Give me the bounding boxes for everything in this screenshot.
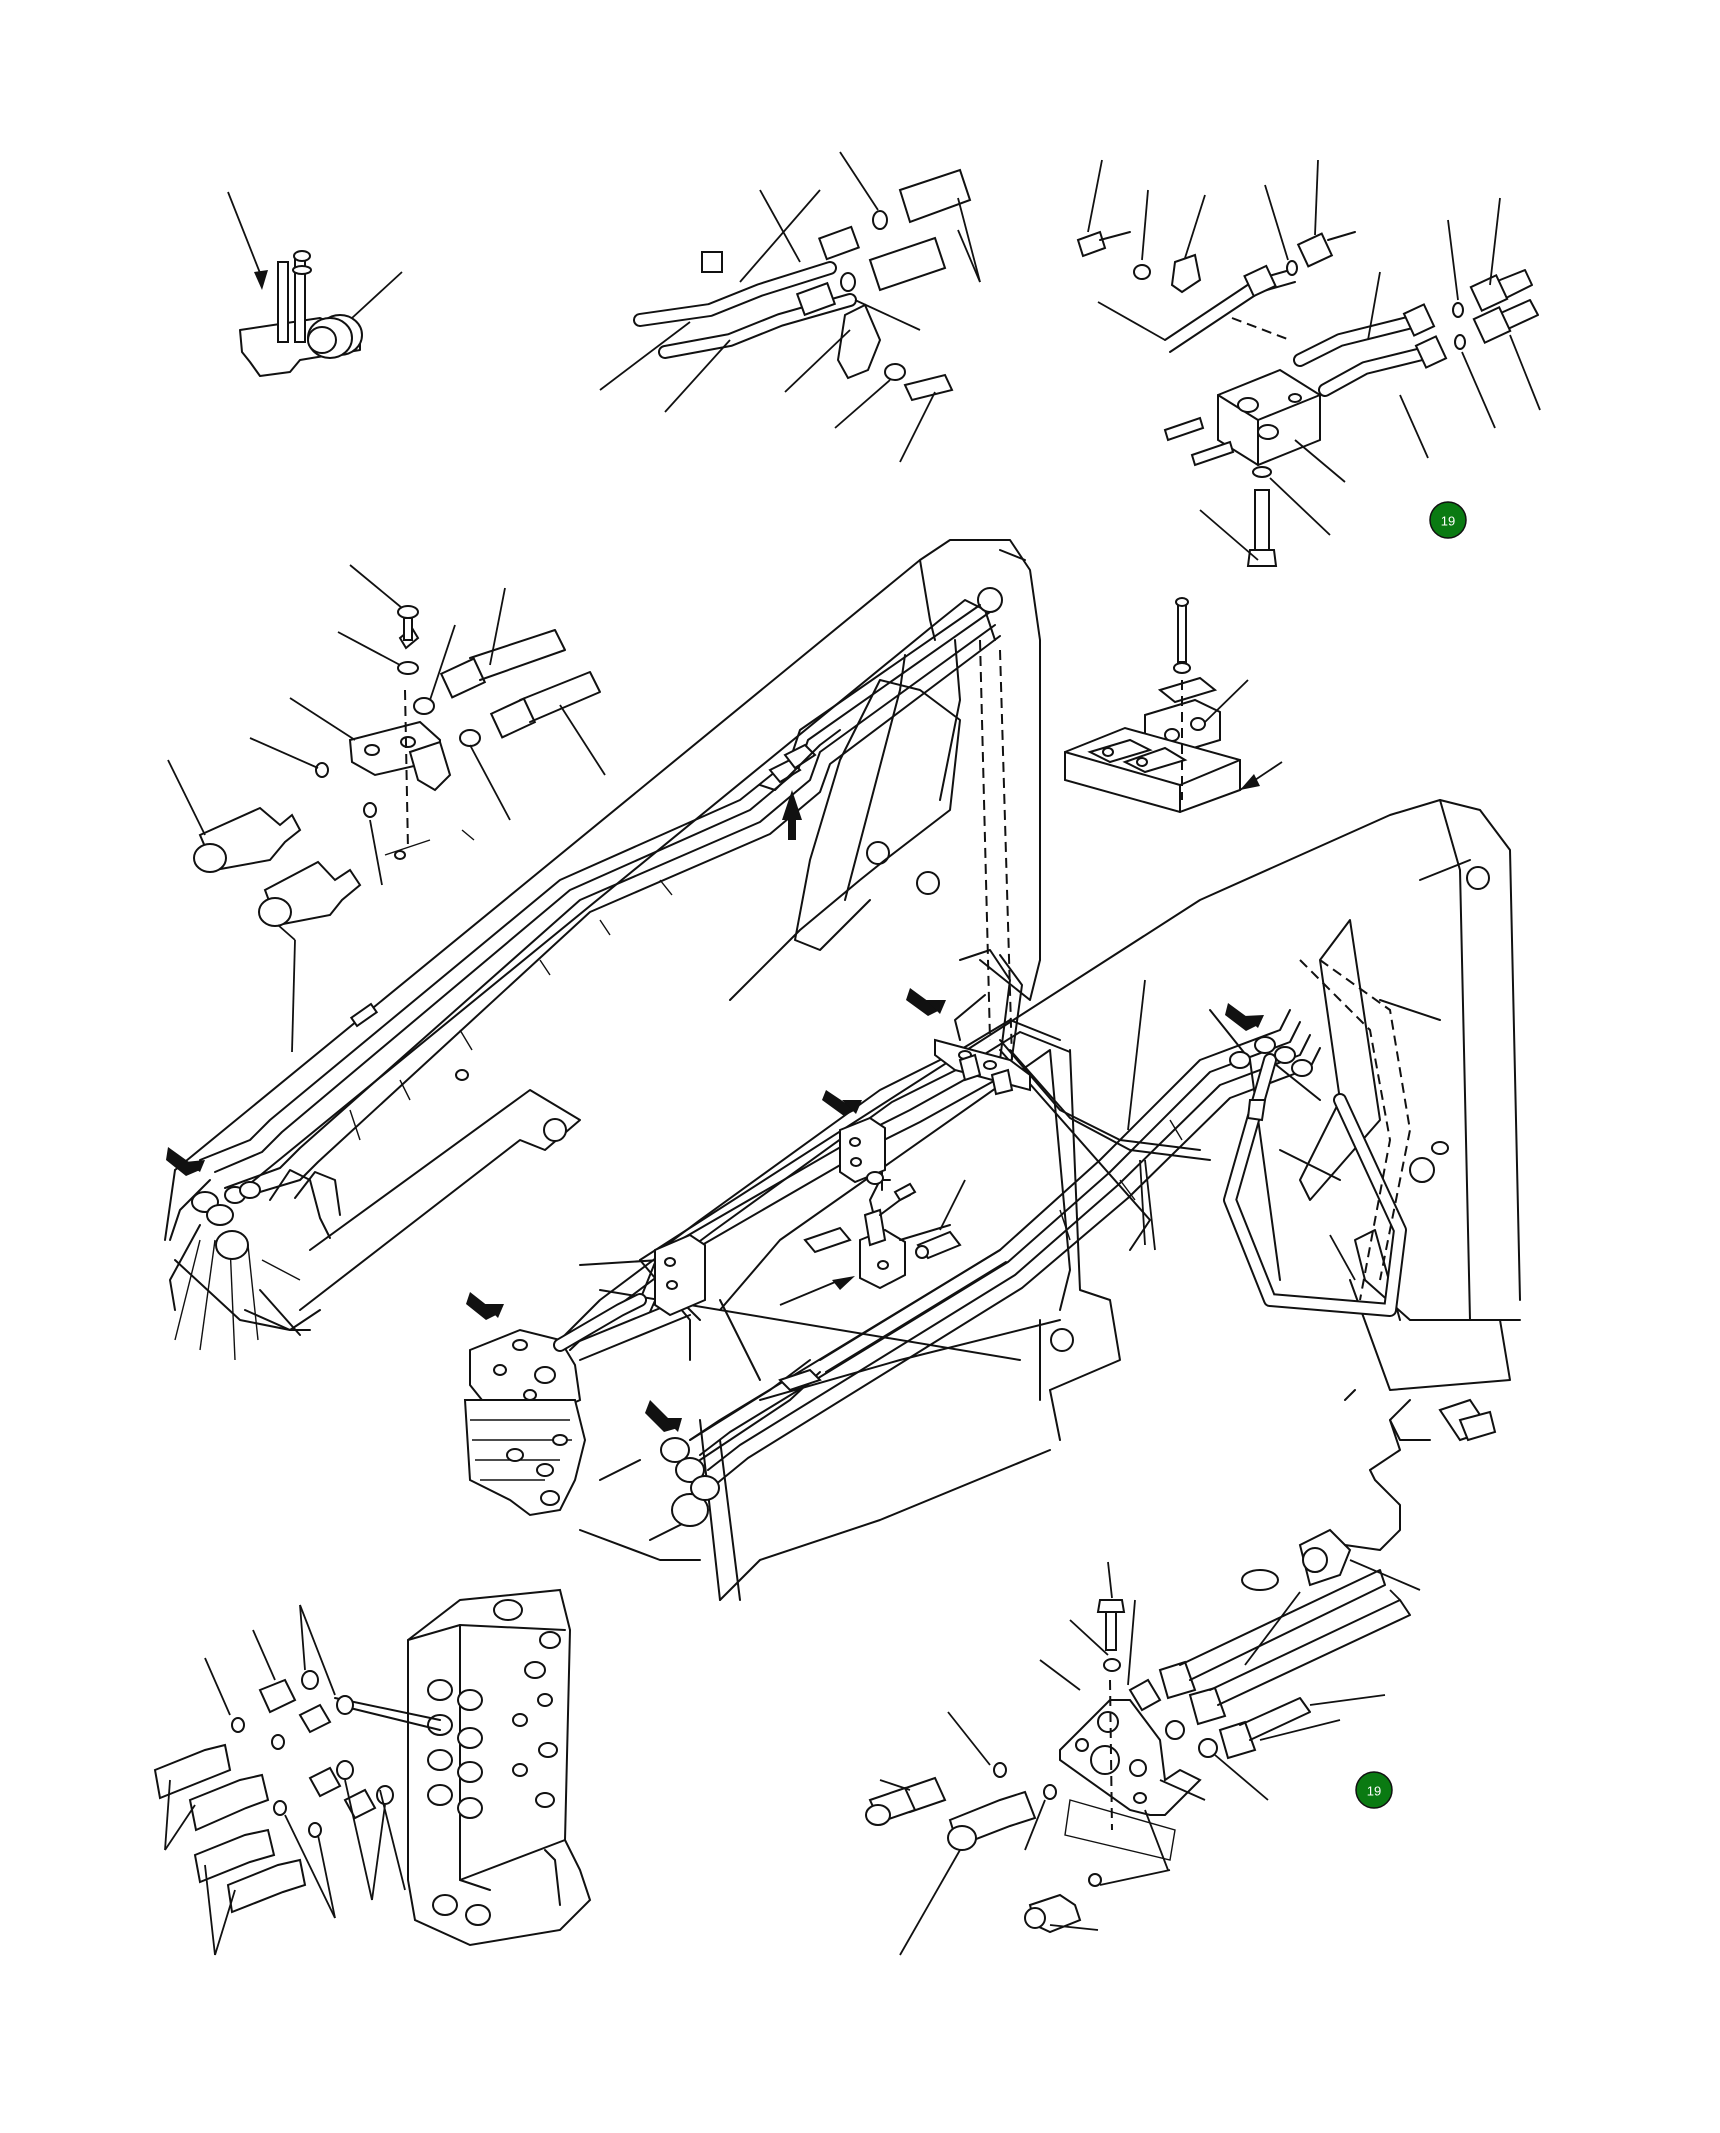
right-boom-hoses [645, 959, 1449, 1501]
reference-badge-bottom[interactable]: 19 [1355, 1771, 1393, 1809]
left-boom-arm [164, 539, 1041, 1361]
clamp-block-assembly [1076, 159, 1541, 567]
quick-coupling-assembly-upper [167, 564, 606, 1053]
reference-badge-top-label: 19 [1441, 514, 1455, 529]
left-boom-hoses [166, 604, 1013, 1239]
reference-badge-bottom-label: 19 [1367, 1784, 1381, 1799]
valve-block-fittings [153, 1588, 592, 1956]
clamp-plate-assembly [1064, 597, 1283, 814]
right-boom-arm [579, 799, 1521, 1601]
center-hose-routing [559, 949, 1071, 1361]
control-valve-block [463, 1292, 647, 1517]
reference-badge-top[interactable]: 19 [1429, 501, 1467, 539]
quick-coupling-assembly-lower [865, 1398, 1497, 1956]
pin-bushing-assembly [227, 191, 403, 377]
hose-clamp-assembly-upper [599, 151, 981, 463]
